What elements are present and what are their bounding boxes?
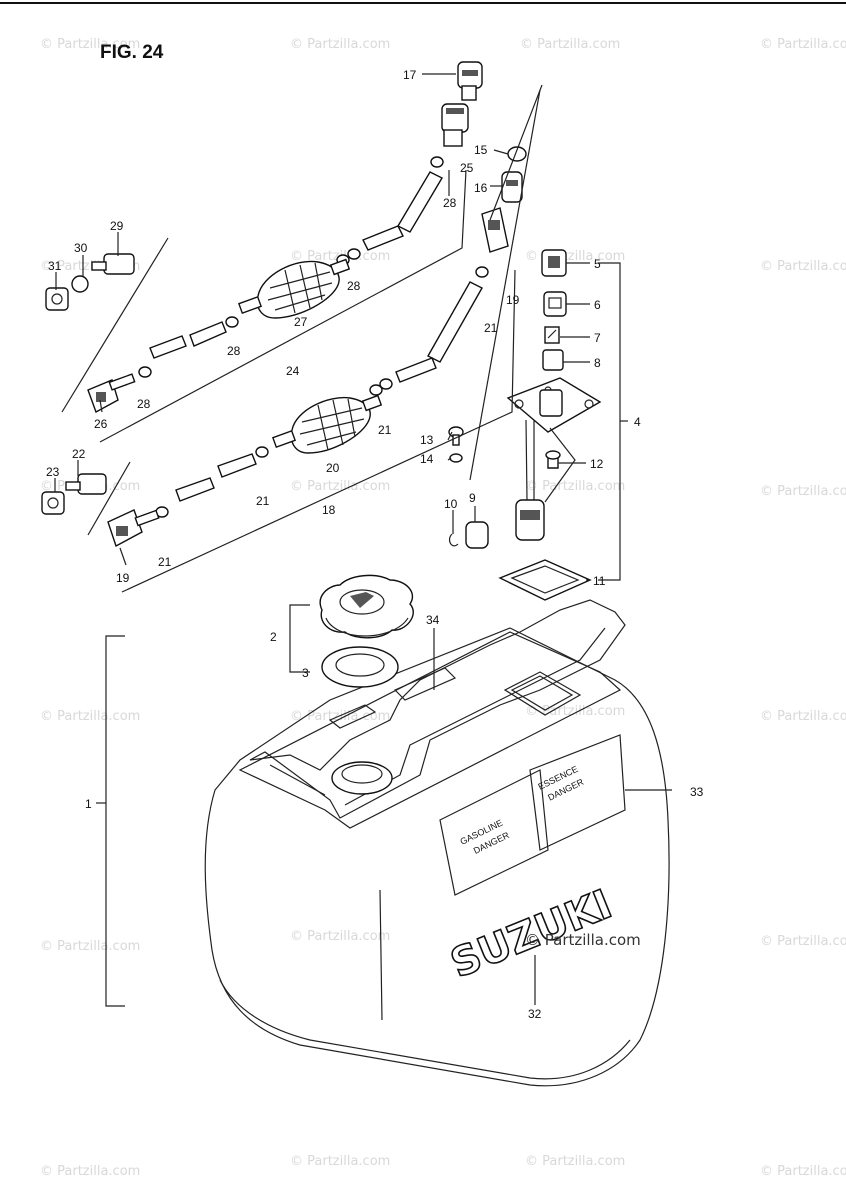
callout-18: 18 [322,503,336,517]
connector-17 [457,61,483,101]
watermark-21: © Partzilla.com [290,1154,390,1169]
callout-11: 11 [593,574,606,588]
leader-lines [54,73,672,1007]
callout-21-a: 21 [484,321,498,335]
callout-28-a: 28 [443,196,457,210]
watermark-18: © Partzilla.com [290,929,390,944]
callout-29: 29 [110,219,124,233]
watermark-1: © Partzilla.com [40,37,140,52]
watermark-22: © Partzilla.com [525,1154,625,1169]
filler-neck [331,761,393,795]
watermark-14: © Partzilla.com [290,709,390,724]
gauge-packing [542,349,564,371]
fitting-16 [501,171,523,203]
watermark-19: © Partzilla.com [760,934,846,949]
connector-26 [87,373,136,414]
clip-10 [448,533,459,547]
callout-28-c: 28 [227,344,241,358]
callout-12: 12 [590,457,604,471]
watermark-8: © Partzilla.com [760,259,846,274]
nut-31 [45,287,69,311]
callout-22: 22 [72,447,86,461]
callout-16: 16 [474,181,488,195]
fitting-29 [91,253,135,275]
callout-13: 13 [420,433,434,447]
callout-19-upper: 19 [506,293,520,307]
callout-30: 30 [74,241,88,255]
watermark-3: © Partzilla.com [520,37,620,52]
upper-fuel-line [45,61,483,414]
watermark-23: © Partzilla.com [760,1164,846,1179]
watermark-13: © Partzilla.com [40,709,140,724]
gauge-lens [541,249,567,277]
watermark-11: © Partzilla.com [525,479,625,494]
screw-13 [448,426,464,446]
watermark-16: © Partzilla.com [760,709,846,724]
primer-bulb-20 [271,394,383,454]
callout-10: 10 [444,497,458,511]
cap-gasket [321,646,399,688]
callout-7: 7 [594,331,601,345]
figure-title: FIG. 24 [100,42,164,63]
grommet-9 [465,521,489,549]
watermark-20: © Partzilla.com [40,1164,140,1179]
callout-2: 2 [270,630,277,644]
callout-4: 4 [634,415,641,429]
callout-27: 27 [294,315,308,329]
callout-33: 33 [690,785,704,799]
watermark-2: © Partzilla.com [290,37,390,52]
washer-30 [71,275,89,293]
callout-5: 5 [594,257,601,271]
primer-bulb-27 [237,258,351,319]
connector-19-upper [481,207,509,253]
fuel-cap [319,574,414,639]
callout-28-b: 28 [347,279,361,293]
washer-14 [449,453,463,463]
watermark-10: © Partzilla.com [290,479,390,494]
nut-23 [41,491,65,515]
callout-21-b: 21 [378,423,392,437]
callout-32: 32 [528,1007,542,1021]
callout-8: 8 [594,356,601,370]
callout-9: 9 [469,491,476,505]
callout-21-d: 21 [158,555,172,569]
callout-23: 23 [46,465,60,479]
callout-21-c: 21 [256,494,270,508]
callout-20: 20 [326,461,340,475]
gauge-plate [544,326,560,344]
connector-19-lower [107,509,160,548]
fuel-gauge-assembly [498,377,602,601]
callout-labels: 1 2 3 4 5 6 7 8 9 10 11 12 13 14 15 16 1… [46,68,704,1021]
fitting-22 [65,473,107,495]
callout-28-d: 28 [137,397,151,411]
callout-25: 25 [460,161,474,175]
watermark-12: © Partzilla.com [760,484,846,499]
decal-essence [529,734,626,851]
decal-gasoline [439,769,549,896]
watermark-7: © Partzilla.com [525,249,625,264]
line-connector [441,103,469,147]
callout-31: 31 [48,259,62,273]
watermark-4: © Partzilla.com [760,37,846,52]
callout-24: 24 [286,364,300,378]
gauge-cover [543,291,567,317]
callout-19-lower: 19 [116,571,130,585]
callout-34: 34 [426,613,440,627]
callout-14: 14 [420,452,434,466]
callout-6: 6 [594,298,601,312]
callout-1: 1 [85,797,92,811]
watermark-17: © Partzilla.com [40,939,140,954]
center-watermark: © Partzilla.com [525,931,641,949]
fuel-tank: GASOLINE DANGER ESSENCE DANGER SUZUKI © … [204,599,670,1087]
callout-15: 15 [474,143,488,157]
callout-17: 17 [403,68,417,82]
screw-12 [545,450,561,469]
callout-3: 3 [302,666,309,680]
watermarks: © Partzilla.com © Partzilla.com © Partzi… [40,37,846,1179]
lower-fuel-line [41,146,527,548]
callout-26: 26 [94,417,108,431]
